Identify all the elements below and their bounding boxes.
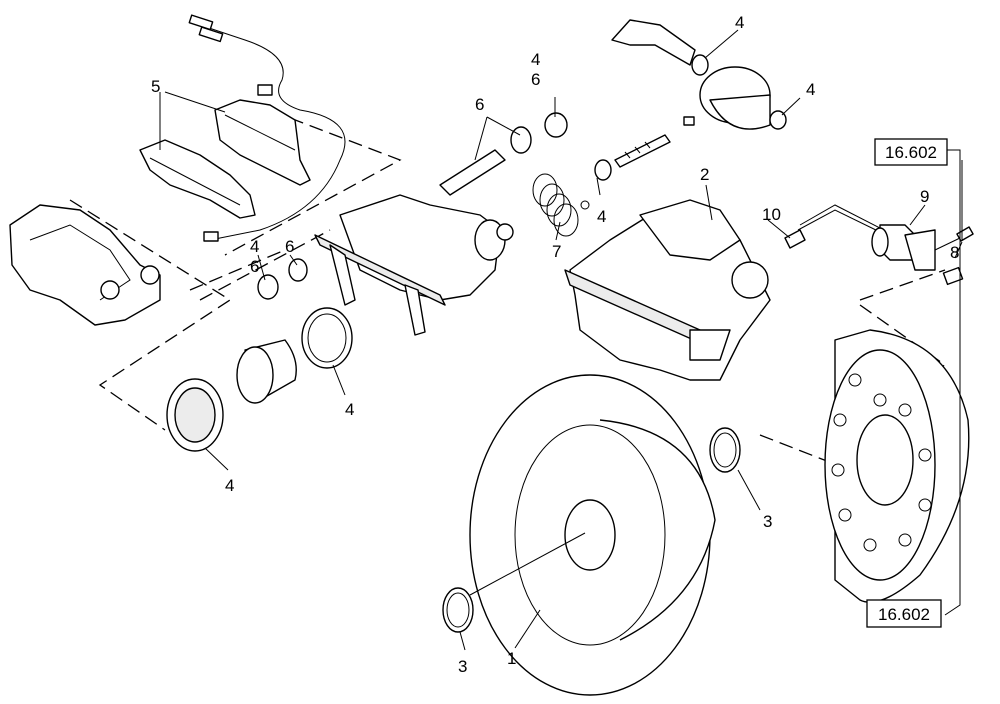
callout-seal-topa: 4	[531, 50, 540, 69]
callout-ring-left: 3	[458, 657, 467, 676]
reference-bottom-label: 16.602	[878, 605, 930, 624]
callout-bushing-left: 6	[250, 257, 259, 276]
callout-seal-mid: 4	[345, 400, 354, 419]
guide-pins	[257, 112, 568, 300]
callout-pads: 5	[151, 77, 160, 96]
callout-bushing-upper: 6	[531, 70, 540, 89]
callout-disc: 1	[507, 649, 516, 668]
brake-disc	[469, 374, 716, 696]
callout-ring-right: 3	[763, 512, 772, 531]
reference-top-label: 16.602	[885, 143, 937, 162]
callout-fitting: 10	[762, 205, 781, 224]
callout-sensor: 9	[920, 187, 929, 206]
callout-seal-topb: 4	[806, 80, 815, 99]
tube-and-boot	[611, 19, 787, 130]
caliper-right	[564, 199, 771, 381]
caliper-center	[314, 194, 514, 336]
callout-caliper: 2	[700, 165, 709, 184]
reference-box-top[interactable]: 16.602	[874, 138, 948, 166]
callout-numbers: 5 6 4 6 4 4 2 4 7 10 9 8 4 6 6 4 4 3 3 1	[151, 13, 959, 676]
caliper-bracket-left	[9, 204, 161, 326]
callout-seal-left: 4	[250, 237, 259, 256]
callout-spring: 7	[552, 242, 561, 261]
hub-flange	[824, 329, 970, 603]
sensor-and-fittings	[784, 204, 974, 286]
brake-pads	[139, 99, 311, 219]
callout-bushing-mid: 6	[285, 237, 294, 256]
wear-sensor-wire	[188, 14, 346, 242]
leader-lines	[159, 29, 963, 651]
callout-guide-pin: 6	[475, 95, 484, 114]
callout-seal-piston: 4	[225, 476, 234, 495]
adjuster-rod	[614, 116, 695, 168]
reference-box-bottom[interactable]: 16.602	[866, 599, 942, 628]
callout-screw: 8	[950, 243, 959, 262]
piston-assembly	[166, 307, 353, 452]
callout-seal-tube: 4	[735, 13, 744, 32]
snap-rings	[442, 427, 741, 633]
callout-seal-center: 4	[597, 207, 606, 226]
